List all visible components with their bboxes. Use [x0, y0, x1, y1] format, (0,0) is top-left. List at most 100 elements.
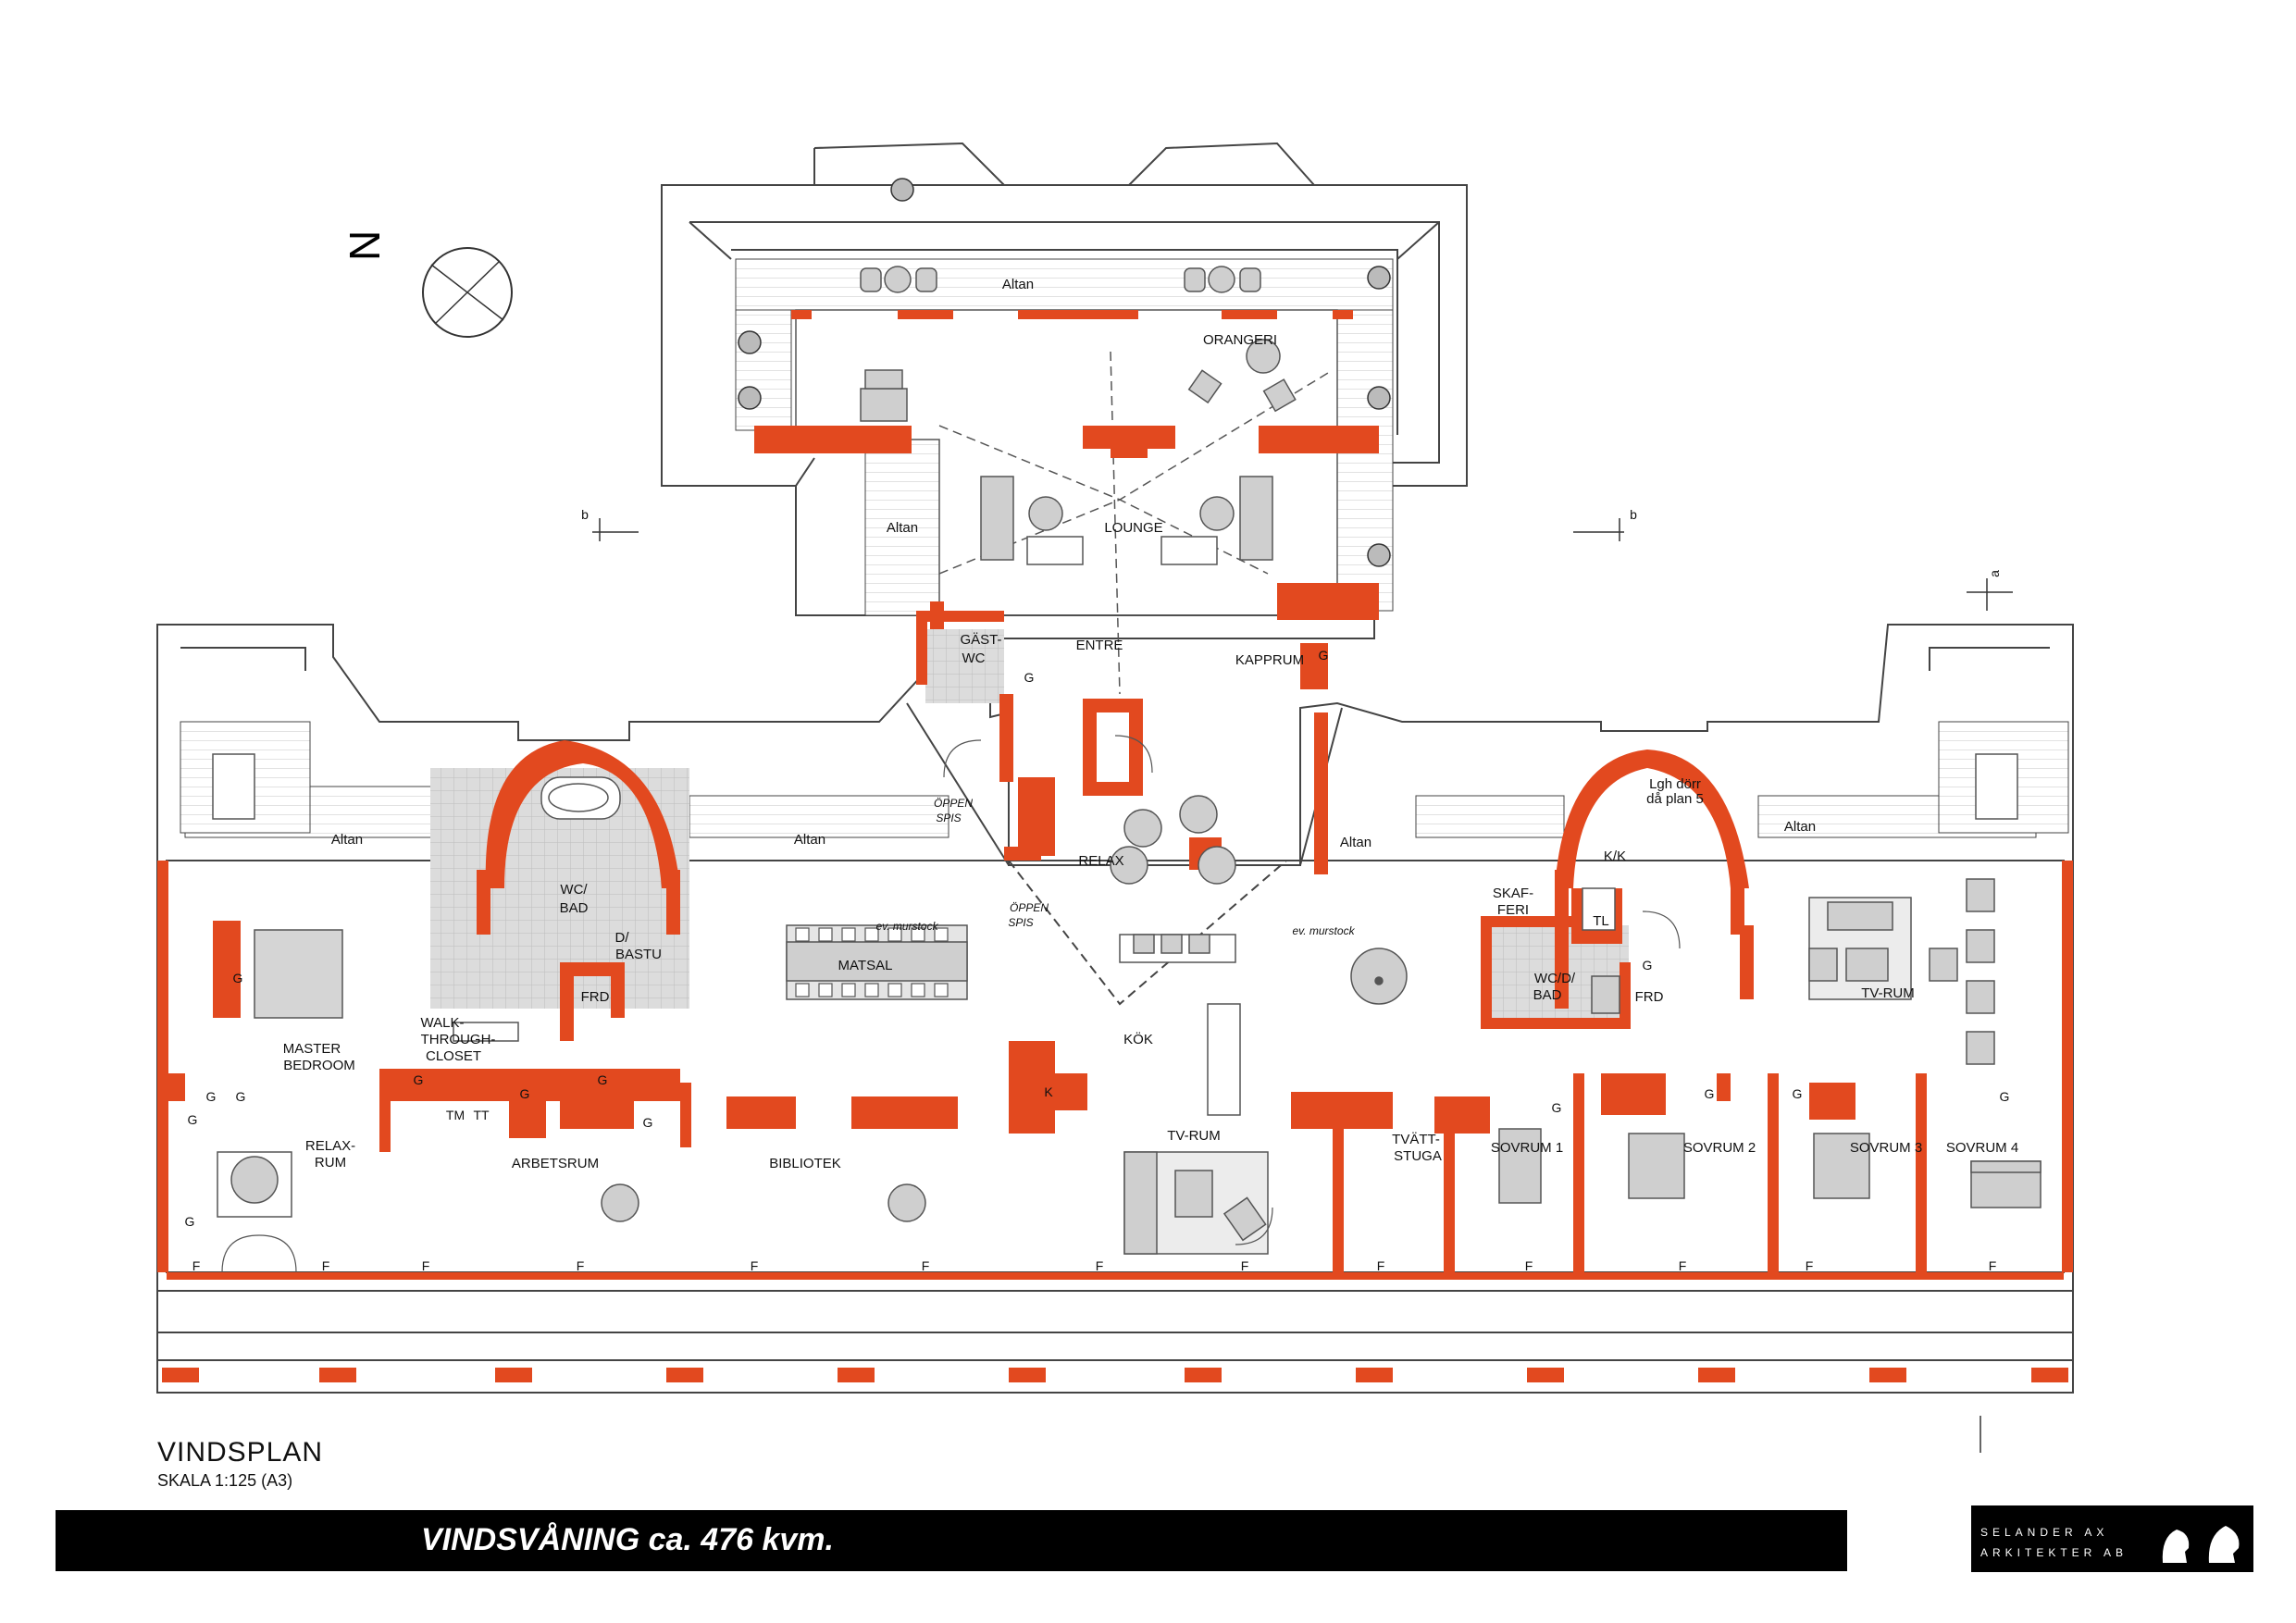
- mark-f: F: [1096, 1258, 1104, 1273]
- mark-f: F: [751, 1258, 759, 1273]
- mark-f: F: [422, 1258, 430, 1273]
- mark-f: F: [192, 1258, 201, 1273]
- label-oppen-spis-2: SPIS: [936, 812, 961, 824]
- label-relax-rum-2: RUM: [315, 1155, 346, 1171]
- window-wall-segments: [162, 1272, 2068, 1382]
- label-murstock-2: ev. murstock: [1292, 924, 1355, 937]
- label-kk: K/K: [1604, 849, 1626, 864]
- label-skafferi-2: FERI: [1497, 902, 1529, 918]
- label-altan-2: Altan: [794, 832, 825, 848]
- label-walk-2: THROUGH-: [421, 1032, 496, 1047]
- label-frd-2: FRD: [1635, 989, 1664, 1005]
- mark-g: G: [1793, 1086, 1803, 1101]
- logo-line-1: SELANDER AX: [1980, 1526, 2109, 1539]
- walls-main-block: [157, 611, 2073, 1277]
- north-label: N: [341, 230, 389, 261]
- mark-f: F: [1679, 1258, 1687, 1273]
- gast-wc-tiles: [925, 629, 1004, 703]
- label-sovrum-2: SOVRUM 2: [1683, 1140, 1756, 1156]
- mark-g: G: [188, 1112, 198, 1127]
- label-entre: ENTRE: [1076, 638, 1123, 653]
- label-oppen-spis-4: SPIS: [1008, 916, 1033, 929]
- mark-g: G: [1024, 670, 1035, 685]
- title-banner: [56, 1510, 1847, 1571]
- mark-g: G: [185, 1214, 195, 1229]
- label-wc-d-bad-1: WC/D/: [1534, 971, 1576, 986]
- label-altan-3: Altan: [1340, 835, 1371, 850]
- label-lounge: LOUNGE: [1104, 520, 1162, 536]
- label-oppen-spis-3: ÖPPEN: [1010, 901, 1049, 914]
- label-oppen-spis-1: ÖPPEN: [934, 797, 973, 810]
- north-arrow: N: [341, 230, 513, 338]
- label-lgh-dorr-1: Lgh dörr: [1649, 776, 1701, 792]
- label-wc-bad-1: WC/: [560, 882, 588, 898]
- mark-tm: TM: [446, 1108, 465, 1122]
- label-skafferi-1: SKAF-: [1493, 886, 1533, 901]
- section-mark-b-left: b: [581, 507, 589, 522]
- section-mark-b-right: b: [1630, 507, 1637, 522]
- label-d-bastu-1: D/: [615, 930, 630, 946]
- section-mark-a: a: [1987, 570, 2002, 577]
- label-gast-wc-2: WC: [962, 650, 986, 666]
- mark-g: G: [1552, 1100, 1562, 1115]
- label-relax-rum-1: RELAX-: [305, 1138, 355, 1154]
- label-relax: RELAX: [1078, 853, 1123, 869]
- mark-f: F: [922, 1258, 930, 1273]
- label-murstock-1: ev. murstock: [875, 920, 938, 933]
- label-altan-1: Altan: [331, 832, 363, 848]
- mark-g: G: [414, 1072, 424, 1087]
- banner-text: VINDSVÅNING ca. 476 kvm.: [421, 1522, 834, 1557]
- drawing-title: VINDSPLAN: [157, 1437, 324, 1468]
- label-frd-1: FRD: [581, 989, 610, 1005]
- mark-g: G: [2000, 1089, 2010, 1104]
- label-altan-top: Altan: [1002, 277, 1034, 292]
- mark-g: G: [236, 1089, 246, 1104]
- mark-g: G: [520, 1086, 530, 1101]
- drawing-scale: SKALA 1:125 (A3): [157, 1471, 293, 1490]
- mark-f: F: [1989, 1258, 1997, 1273]
- mark-g: G: [643, 1115, 653, 1130]
- mark-f: F: [577, 1258, 585, 1273]
- label-kapprum: KAPPRUM: [1235, 652, 1304, 668]
- section-markers: [592, 518, 2013, 1453]
- room-labels: Altan ORANGERI Altan LOUNGE GÄST- WC ENT…: [283, 277, 2018, 1171]
- mark-f: F: [1525, 1258, 1533, 1273]
- label-tvattstuga-2: STUGA: [1394, 1148, 1442, 1164]
- label-tv-rum-right: TV-RUM: [1861, 985, 1915, 1001]
- mark-g: G: [1319, 648, 1329, 663]
- fixture-marks: G G G G G G G G G G G G G G G G TM TT K …: [185, 648, 2010, 1273]
- altan-left-deck: [735, 309, 792, 431]
- label-bibliotek: BIBLIOTEK: [769, 1156, 841, 1171]
- label-arbetsrum: ARBETSRUM: [512, 1156, 599, 1171]
- label-tvattstuga-1: TVÄTT-: [1392, 1132, 1440, 1147]
- altan-chairs: [860, 266, 1261, 293]
- label-matsal: MATSAL: [838, 958, 893, 973]
- mark-f: F: [322, 1258, 330, 1273]
- label-gast-wc-1: GÄST-: [960, 632, 1001, 648]
- label-sovrum-3: SOVRUM 3: [1850, 1140, 1922, 1156]
- label-sovrum-4: SOVRUM 4: [1946, 1140, 2018, 1156]
- mark-tt: TT: [473, 1108, 490, 1122]
- mark-g: G: [598, 1072, 608, 1087]
- altan-right-strip: [1415, 795, 1565, 838]
- office-logo: SELANDER AX ARKITEKTER AB: [1971, 1505, 2253, 1572]
- label-tl: TL: [1593, 913, 1609, 929]
- lounge-furniture: [860, 339, 1297, 565]
- altan-north-deck: [735, 258, 1394, 311]
- label-wc-d-bad-2: BAD: [1533, 987, 1562, 1003]
- altan-west-deck: [864, 439, 940, 616]
- label-master-2: BEDROOM: [283, 1058, 355, 1073]
- label-walk-1: WALK-: [421, 1015, 465, 1031]
- logo-faces-icon: [2162, 1526, 2240, 1563]
- mark-g: G: [206, 1089, 217, 1104]
- label-master-1: MASTER: [283, 1041, 341, 1057]
- mark-k: K: [1044, 1084, 1053, 1099]
- altan-center-strip: [689, 795, 949, 838]
- label-d-bastu-2: BASTU: [615, 947, 662, 962]
- label-orangeri: ORANGERI: [1203, 332, 1277, 348]
- mark-f: F: [1806, 1258, 1814, 1273]
- label-tv-rum-mid: TV-RUM: [1167, 1128, 1221, 1144]
- label-sovrum-1: SOVRUM 1: [1491, 1140, 1563, 1156]
- mark-g: G: [1643, 958, 1653, 973]
